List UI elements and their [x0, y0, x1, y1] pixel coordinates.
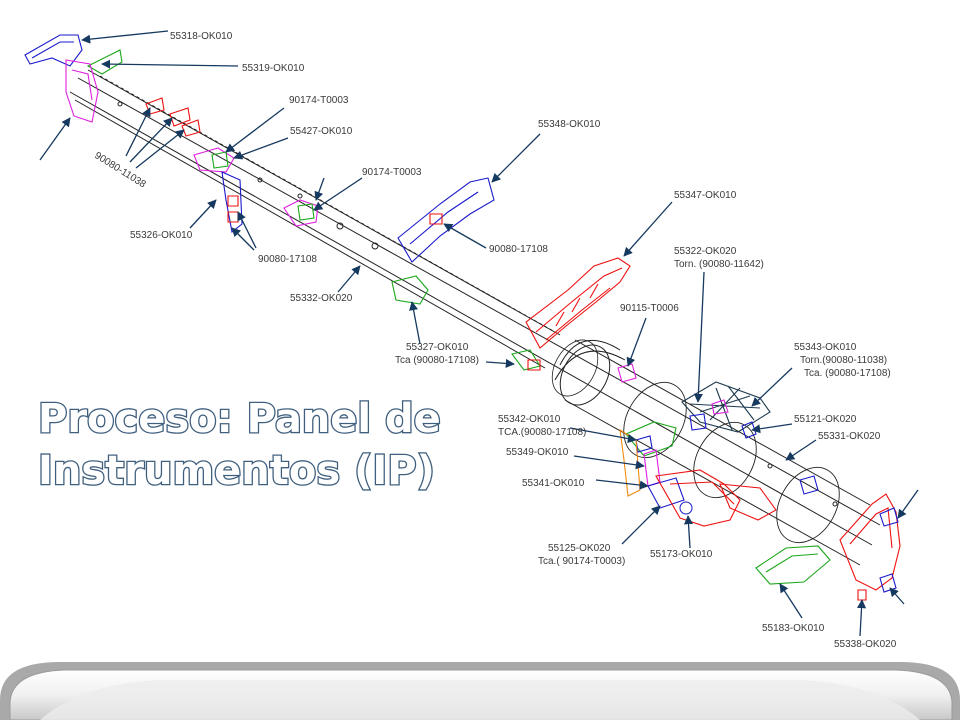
- part-55347-red-bracket: [525, 257, 631, 349]
- part-55327-green-bracket: [391, 275, 429, 305]
- leader-55348: [491, 133, 541, 183]
- label-55341: 55341-OK010: [522, 478, 585, 489]
- leader-55322: [693, 271, 705, 403]
- label-55349: 55349-OK010: [506, 447, 569, 458]
- label-55319: 55319-OK010: [242, 63, 305, 74]
- leader-55342: [569, 427, 637, 444]
- leader-55331: [785, 439, 817, 461]
- title-line-2: Instrumentos (IP): [38, 448, 435, 494]
- part-55183-green-bracket: [755, 545, 831, 585]
- leader-left-end: [39, 117, 71, 161]
- leader-90080-11038-a: [125, 107, 151, 157]
- leader-55121: [751, 423, 793, 434]
- label-55343-line2: Torn.(90080-11038): [800, 355, 887, 366]
- part-55319-green-clip: [86, 49, 123, 75]
- label-90174-b: 90174-T0003: [362, 167, 422, 178]
- label-55342-line1: 55342-OK010: [498, 414, 561, 425]
- leader-55343: [751, 367, 793, 407]
- label-55125-line1: 55125-OK020: [548, 543, 611, 554]
- leader-55173: [683, 515, 694, 549]
- leader-90080-11038-c: [135, 129, 185, 169]
- label-90080-11038: 90080-11038: [92, 150, 148, 190]
- leader-90174-a: [225, 107, 285, 153]
- leader-55347: [623, 201, 673, 257]
- label-55318: 55318-OK010: [170, 31, 233, 42]
- leader-55338-a: [857, 599, 867, 637]
- label-55173: 55173-OK010: [650, 549, 713, 560]
- label-90115: 90115-T0006: [620, 303, 679, 314]
- slide-title: Proceso: Panel de Instrumentos (IP): [37, 395, 442, 496]
- part-55326-blue-bracket: [221, 171, 243, 234]
- leader-55327-b: [485, 358, 515, 368]
- leader-55332: [337, 265, 361, 293]
- leader-55318: [81, 30, 169, 44]
- label-55322-line1: 55322-OK020: [674, 246, 737, 257]
- part-55331-blue-clip: [799, 475, 819, 495]
- leader-55125: [621, 505, 661, 545]
- leader-55326: [189, 199, 217, 229]
- part-55348-blue-bracket: [397, 177, 495, 263]
- part-left-end-magenta: [65, 59, 99, 123]
- leader-90080-17108-a2: [231, 227, 255, 251]
- leader-55183: [779, 583, 803, 619]
- part-55343-dark-frame: [681, 381, 771, 433]
- part-90174-magenta-bracket: [283, 199, 319, 227]
- label-55183: 55183-OK010: [762, 623, 825, 634]
- part-55342-green-bracket: [625, 421, 677, 457]
- leader-90080-11038-b: [129, 117, 173, 163]
- label-55343-line3: Tca. (90080-17108): [804, 368, 891, 379]
- title-line-1: Proceso: Panel de: [38, 396, 441, 442]
- label-90080-17108-a: 90080-17108: [258, 254, 317, 265]
- leader-55319: [101, 59, 239, 69]
- leader-right-end: [897, 489, 919, 519]
- part-55338-right-end: [839, 493, 901, 601]
- part-55427-magenta-bracket: [193, 147, 235, 173]
- bottom-frame: [0, 662, 960, 720]
- part-55173-red-bracket: [719, 483, 777, 521]
- label-55348: 55348-OK010: [538, 119, 601, 130]
- label-55338: 55338-OK020: [834, 639, 897, 650]
- part-55318-left-bracket: [24, 34, 83, 67]
- leader-55427-b: [314, 177, 325, 201]
- leader-90080-17108-a1: [237, 211, 257, 249]
- leader-90080-17108-b: [443, 223, 487, 249]
- leader-90115: [626, 317, 647, 367]
- part-red-bolts-90080-11038: [145, 97, 201, 137]
- label-55121: 55121-OK020: [794, 414, 857, 425]
- label-55327-line2: Tca (90080-17108): [395, 355, 479, 366]
- label-55343-line1: 55343-OK010: [794, 342, 857, 353]
- leader-55338-b: [889, 587, 905, 605]
- leader-55327-a: [409, 301, 421, 345]
- label-55347: 55347-OK010: [674, 190, 737, 201]
- leader-arrows: [39, 30, 919, 637]
- label-55332: 55332-OK020: [290, 293, 353, 304]
- label-55326: 55326-OK010: [130, 230, 193, 241]
- part-55121-blue-clip: [741, 421, 757, 439]
- label-90174-a: 90174-T0003: [289, 95, 349, 106]
- part-55327-green-clip: [511, 349, 541, 371]
- label-55427: 55427-OK010: [290, 126, 353, 137]
- label-55342-line2: TCA.(90080-17108): [498, 427, 586, 438]
- part-labels: 55318-OK010 55319-OK010 90174-T0003 5542…: [92, 31, 896, 650]
- leader-55427: [233, 137, 289, 160]
- label-55327-line1: 55327-OK010: [406, 342, 469, 353]
- label-90080-17108-b: 90080-17108: [489, 244, 548, 255]
- leader-55349: [573, 455, 645, 470]
- leader-90174-b: [313, 177, 363, 211]
- label-55125-line2: Tca.( 90174-T0003): [538, 556, 625, 567]
- leader-55341: [595, 479, 649, 490]
- cross-car-beam: [69, 69, 881, 566]
- label-55322-line2: Torn. (90080-11642): [674, 259, 764, 270]
- label-55331: 55331-OK020: [818, 431, 881, 442]
